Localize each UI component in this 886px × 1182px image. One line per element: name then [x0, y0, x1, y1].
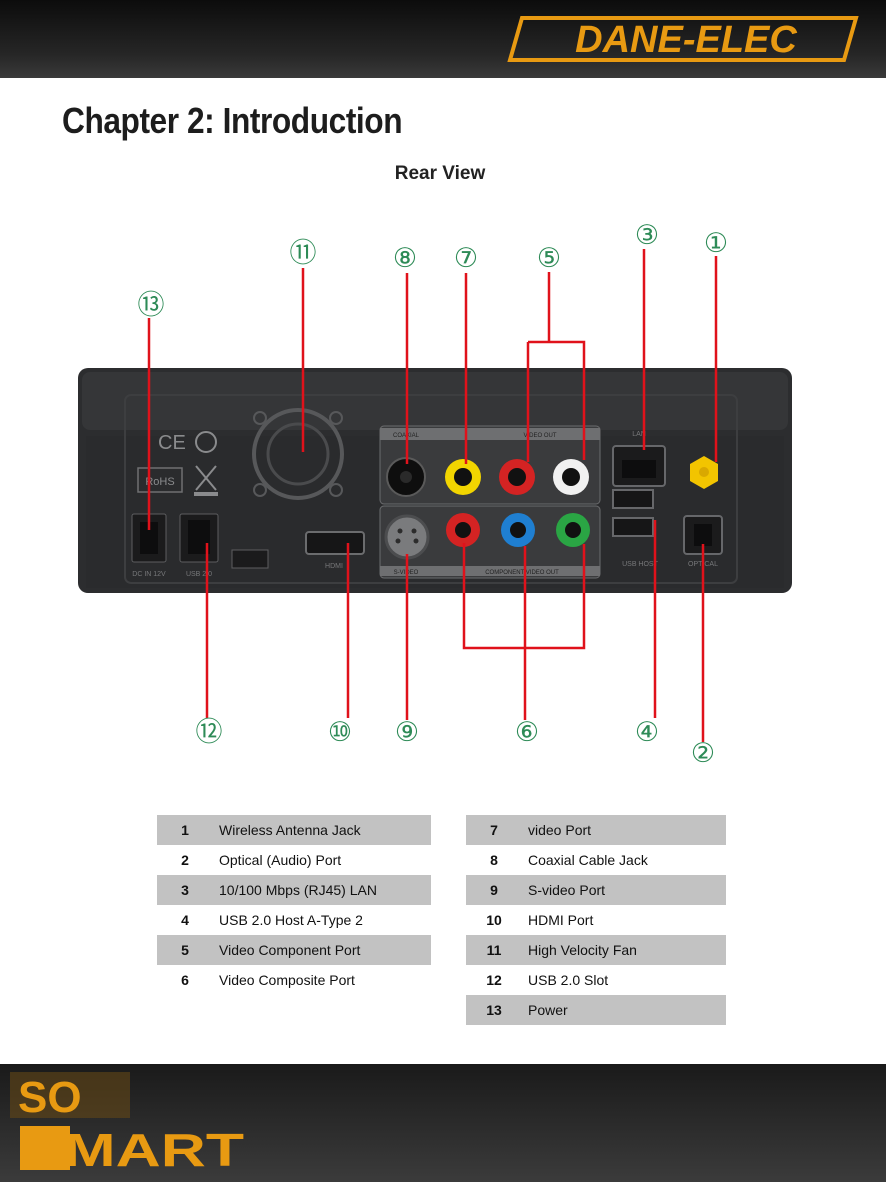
dc-in-port: DC IN 12V [131, 513, 167, 578]
legend-label: Video Component Port [209, 935, 431, 965]
callout-12: ⑫ [196, 717, 223, 748]
rear-view-diagram: CE RoHS DC IN 12V USB 2.0 HDMI COAXIAL V… [78, 220, 792, 769]
legend-row: 10 HDMI Port [466, 905, 726, 935]
legend-label: Wireless Antenna Jack [209, 815, 431, 845]
legend-number: 10 [486, 912, 502, 928]
page-title: Chapter 2: Introduction [62, 100, 403, 141]
callout-13: ⑬ [138, 290, 165, 321]
component-green-jack [556, 513, 590, 547]
antenna-jack [690, 456, 718, 489]
rohs-label: RoHS [145, 476, 174, 488]
callout-3: ③ [635, 220, 659, 251]
legend-number: 12 [486, 972, 502, 988]
legend-label: video Port [518, 815, 726, 845]
legend-number: 11 [466, 935, 518, 965]
legend-label: Video Composite Port [219, 972, 355, 988]
legend-row: 2 Optical (Audio) Port [157, 845, 431, 875]
usb-host-ports: USB HOST [612, 489, 659, 568]
logo-line1: SO [18, 1073, 82, 1122]
legend-row: 4 USB 2.0 Host A-Type 2 [157, 905, 431, 935]
callout-2: ② [691, 738, 715, 769]
svideo-jack [384, 514, 430, 560]
video-out-label: VIDEO OUT [523, 433, 556, 439]
legend-number: 2 [181, 852, 189, 868]
usb-slot-port: USB 2.0 [179, 513, 219, 578]
audio-white-jack [553, 459, 589, 495]
brand-name: DANE-ELEC [575, 19, 797, 61]
certification-marks-icon: CE RoHS [137, 431, 218, 496]
legend-label: High Velocity Fan [518, 935, 726, 965]
legend-number: 6 [181, 972, 189, 988]
legend-label: HDMI Port [528, 912, 594, 928]
legend-row: 12 USB 2.0 Slot [466, 965, 726, 995]
legend-label: S-video Port [518, 875, 726, 905]
svg-text:CE: CE [158, 432, 186, 454]
legend-number: 7 [466, 815, 518, 845]
legend-number: 13 [466, 995, 518, 1025]
section-subtitle: Rear View [394, 163, 486, 184]
legend-label: Power [518, 995, 726, 1025]
dc-in-label: DC IN 12V [132, 571, 166, 578]
legend-label: USB 2.0 Host A-Type 2 [219, 912, 363, 928]
callout-numbers: ① ② ③ ④ ⑤ ⑥ ⑦ ⑧ ⑨ ⑩ ⑪ ⑫ ⑬ [138, 220, 729, 769]
page-footer [0, 1064, 886, 1182]
legend-number: 4 [181, 912, 189, 928]
hdmi-label: HDMI [325, 563, 343, 570]
lan-port: LAN [612, 431, 666, 487]
callout-8: ⑧ [393, 243, 417, 274]
audio-red-jack [499, 459, 535, 495]
leader-lines [147, 249, 718, 742]
component-red-jack [446, 513, 480, 547]
composite-yellow-jack [445, 459, 481, 495]
legend-label: 10/100 Mbps (RJ45) LAN [209, 875, 431, 905]
dane-elec-logo: DANE-ELEC [507, 16, 859, 62]
callout-11: ⑪ [290, 238, 317, 269]
legend-label: Optical (Audio) Port [219, 852, 342, 868]
callout-6: ⑥ [515, 717, 539, 748]
callout-9: ⑨ [395, 717, 419, 748]
legend-number: 3 [157, 875, 209, 905]
hdmi-port: HDMI [231, 531, 365, 570]
legend-row: 8 Coaxial Cable Jack [466, 845, 726, 875]
legend-label: Coaxial Cable Jack [528, 852, 648, 868]
legend-number: 5 [157, 935, 209, 965]
usb-host-label: USB HOST [622, 561, 659, 568]
callout-10: ⑩ [328, 717, 352, 748]
callout-7: ⑦ [454, 243, 478, 274]
callout-1: ① [704, 228, 728, 259]
legend-row: 6 Video Composite Port [157, 965, 431, 995]
so-smart-logo: SO SMART [10, 1072, 244, 1176]
callout-4: ④ [635, 717, 659, 748]
callout-5: ⑤ [537, 243, 561, 274]
fan-grille-icon [252, 408, 344, 500]
legend-number: 1 [157, 815, 209, 845]
legend-number: 8 [490, 852, 498, 868]
component-label: COMPONENT VIDEO OUT [485, 570, 559, 576]
logo-line2: SMART [22, 1124, 244, 1176]
component-blue-jack [501, 513, 535, 547]
usb2-label: USB 2.0 [186, 571, 212, 578]
page-header: DANE-ELEC [0, 0, 886, 78]
lan-label: LAN [632, 431, 646, 438]
legend-label: USB 2.0 Slot [528, 972, 609, 988]
legend-number: 9 [466, 875, 518, 905]
av-connector-panel: COAXIAL VIDEO OUT S-VIDEO COMPONENT VIDE… [379, 425, 601, 579]
